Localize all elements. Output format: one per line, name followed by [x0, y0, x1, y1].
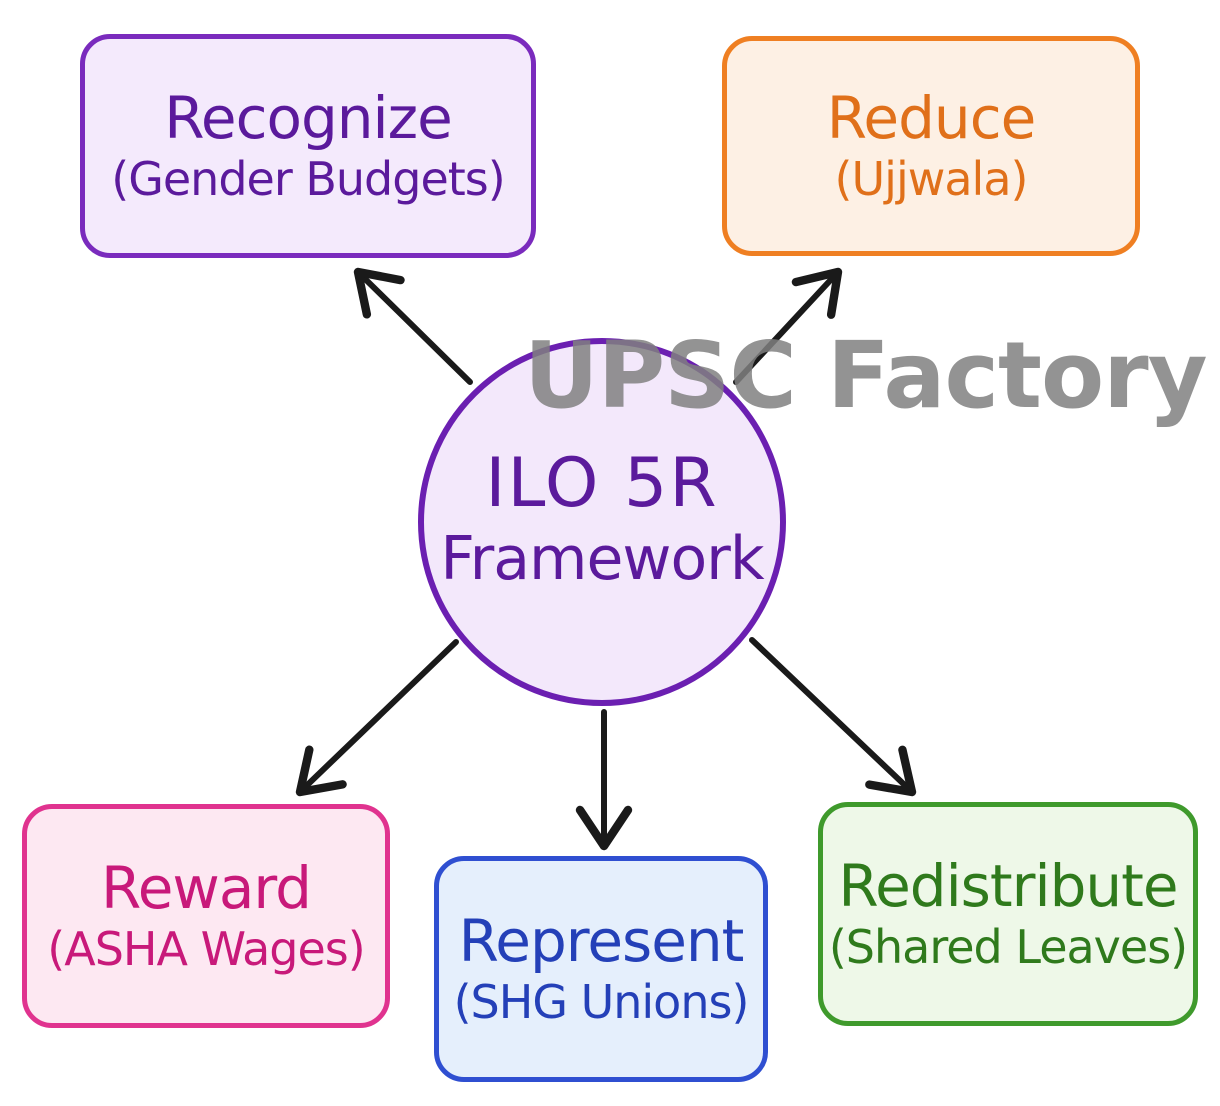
arrow-to-redistribute: [749, 637, 917, 797]
node-reward-title: Reward: [101, 854, 312, 923]
node-recognize-subtitle: (Gender Budgets): [111, 151, 505, 206]
node-represent: Represent (SHG Unions): [434, 856, 768, 1082]
hub-title-line2: Framework: [440, 523, 764, 594]
node-redistribute-title: Redistribute: [838, 852, 1178, 921]
node-reward: Reward (ASHA Wages): [22, 804, 390, 1028]
node-reduce-subtitle: (Ujjwala): [834, 151, 1029, 206]
node-redistribute-subtitle: (Shared Leaves): [828, 919, 1188, 974]
node-reduce: Reduce (Ujjwala): [722, 36, 1140, 256]
arrow-to-recognize: [353, 267, 473, 385]
hub-title-line1: ILO 5R: [485, 444, 719, 524]
arrow-to-reward: [295, 639, 459, 797]
node-reduce-title: Reduce: [826, 84, 1037, 153]
node-redistribute: Redistribute (Shared Leaves): [818, 802, 1198, 1026]
node-reward-subtitle: (ASHA Wages): [47, 921, 365, 976]
watermark: UPSC Factory: [524, 322, 1208, 429]
node-represent-title: Represent: [458, 907, 745, 976]
node-represent-subtitle: (SHG Unions): [453, 974, 750, 1029]
hub-ilo-5r-framework: ILO 5R Framework: [418, 338, 786, 706]
node-recognize-title: Recognize: [164, 84, 453, 153]
arrow-to-reduce: [733, 267, 843, 385]
node-recognize: Recognize (Gender Budgets): [80, 34, 536, 258]
